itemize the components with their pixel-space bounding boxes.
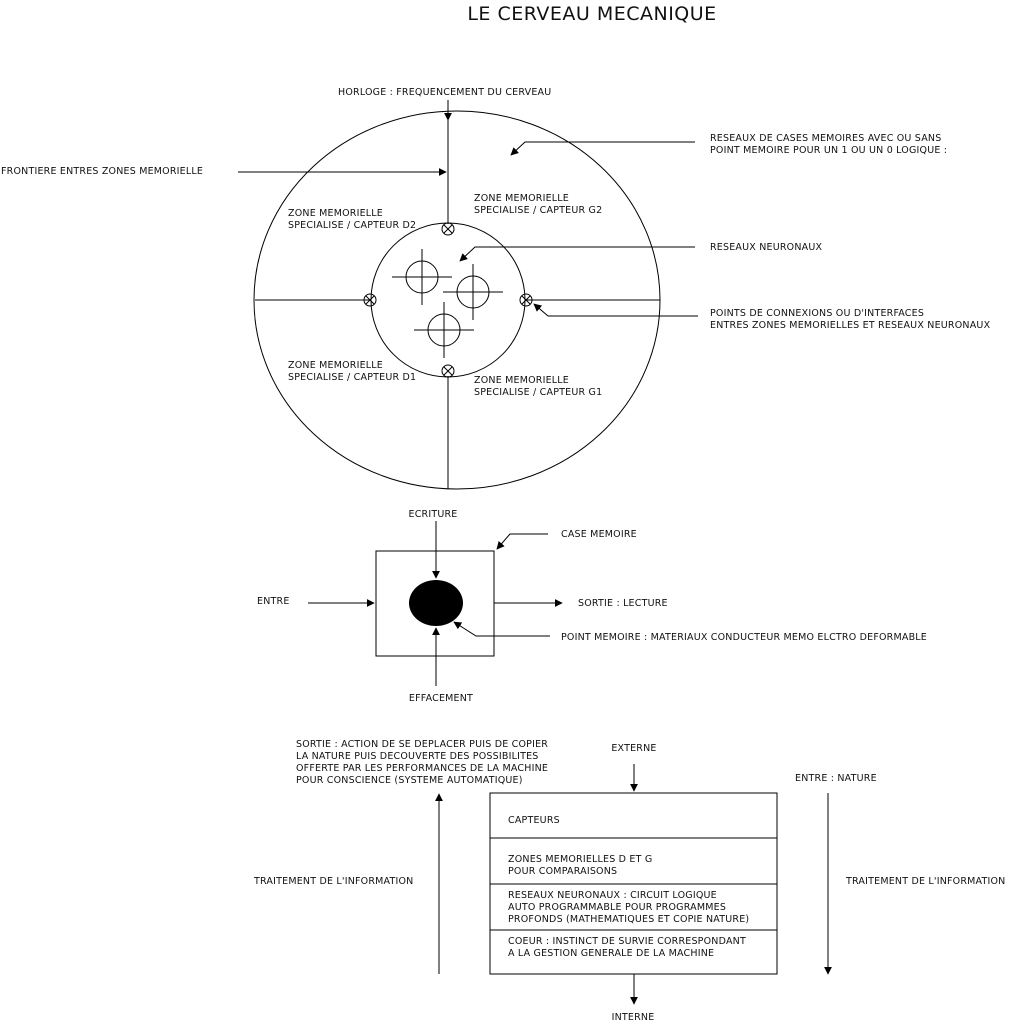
zone-g2-line: ZONE MEMORIELLE: [474, 193, 569, 204]
layer-line: RESEAUX NEURONAUX : CIRCUIT LOGIQUE: [508, 890, 717, 901]
externe-label: EXTERNE: [611, 743, 656, 754]
reseaux-cases-label: RESEAUX DE CASES MEMOIRES AVEC OU SANS P…: [710, 133, 947, 156]
entre-nature-label: ENTRE : NATURE: [795, 773, 877, 784]
points-connexion-arrow: [533, 303, 698, 317]
sortie-action-label: SORTIE : ACTION DE SE DEPLACER PUIS DE C…: [296, 739, 551, 786]
traitement-left-label: TRAITEMENT DE L'INFORMATION: [253, 876, 414, 887]
neuron-icon: [443, 264, 503, 320]
reseaux-neuronaux-arrow: [459, 246, 695, 262]
sortie-lecture-label: SORTIE : LECTURE: [578, 598, 668, 609]
point-memoire-arrow: [453, 621, 550, 637]
interne-label: INTERNE: [612, 1012, 655, 1023]
zone-d2-line: ZONE MEMORIELLE: [288, 208, 383, 219]
sortie-action-line: SORTIE : ACTION DE SE DEPLACER PUIS DE C…: [296, 739, 548, 750]
effacement-label: EFFACEMENT: [409, 693, 473, 704]
point-memoire-label: POINT MEMOIRE : MATERIAUX CONDUCTEUR MEM…: [561, 632, 927, 643]
points-connexion-label: POINTS DE CONNEXIONS OU D'INTERFACES ENT…: [710, 308, 991, 331]
connection-point-bottom-icon: [441, 364, 455, 378]
sortie-action-line: POUR CONSCIENCE (SYSTEME AUTOMATIQUE): [296, 775, 523, 786]
case-memoire-arrow: [496, 533, 548, 550]
layer-line: A LA GESTION GENERALE DE LA MACHINE: [508, 948, 714, 959]
memory-point-icon: [409, 580, 463, 626]
zone-g2-line: SPECIALISE / CAPTEUR G2: [474, 205, 602, 216]
neuron-icon: [414, 302, 474, 358]
layer-line: PROFONDS (MATHEMATIQUES ET COPIE NATURE): [508, 914, 749, 925]
brain-diagram: HORLOGE : FREQUENCEMENT DU CERVEAU FRONT…: [1, 87, 991, 490]
zone-g1-label: ZONE MEMORIELLE SPECIALISE / CAPTEUR G1: [474, 375, 602, 398]
layer-line: POUR COMPARAISONS: [508, 866, 617, 877]
reseaux-cases-line: RESEAUX DE CASES MEMOIRES AVEC OU SANS: [710, 133, 941, 144]
processing-flow-diagram: SORTIE : ACTION DE SE DEPLACER PUIS DE C…: [253, 739, 1006, 1023]
points-connexion-line: POINTS DE CONNEXIONS OU D'INTERFACES: [710, 308, 924, 319]
layer-zones-memorielles: ZONES MEMORIELLES D ET G POUR COMPARAISO…: [508, 854, 656, 877]
zone-d2-label: ZONE MEMORIELLE SPECIALISE / CAPTEUR D2: [288, 208, 416, 231]
layer-line: COEUR : INSTINCT DE SURVIE CORRESPONDANT: [508, 936, 746, 947]
reseaux-neuronaux-label: RESEAUX NEURONAUX: [710, 242, 823, 253]
zone-d1-line: SPECIALISE / CAPTEUR D1: [288, 372, 416, 383]
sortie-action-line: LA NATURE PUIS DECOUVERTE DES POSSIBILIT…: [296, 751, 539, 762]
connection-point-top-icon: [441, 222, 455, 236]
zone-d2-line: SPECIALISE / CAPTEUR D2: [288, 220, 416, 231]
layer-line: ZONES MEMORIELLES D ET G: [508, 854, 652, 865]
case-memoire-label: CASE MEMOIRE: [561, 529, 637, 540]
layer-capteurs: CAPTEURS: [508, 815, 560, 826]
connection-point-right-icon: [519, 293, 533, 307]
traitement-right-label: TRAITEMENT DE L'INFORMATION: [845, 876, 1006, 887]
zone-g2-label: ZONE MEMORIELLE SPECIALISE / CAPTEUR G2: [474, 193, 602, 216]
layer-reseaux-neuronaux: RESEAUX NEURONAUX : CIRCUIT LOGIQUE AUTO…: [508, 890, 749, 925]
memory-cell-diagram: ECRITURE CASE MEMOIRE ENTRE SORTIE : LEC…: [257, 509, 927, 704]
layer-line: AUTO PROGRAMMABLE POUR PROGRAMMES: [508, 902, 726, 913]
frontiere-label: FRONTIERE ENTRES ZONES MEMORIELLE: [1, 166, 203, 177]
neural-network-circle: [370, 222, 526, 378]
ecriture-label: ECRITURE: [409, 509, 458, 520]
layer-line: CAPTEURS: [508, 815, 560, 826]
zone-d1-label: ZONE MEMORIELLE SPECIALISE / CAPTEUR D1: [288, 360, 416, 383]
zone-d1-line: ZONE MEMORIELLE: [288, 360, 383, 371]
diagram-title: LE CERVEAU MECANIQUE: [467, 3, 716, 25]
zone-g1-line: SPECIALISE / CAPTEUR G1: [474, 387, 602, 398]
sortie-action-line: OFFERTE PAR LES PERFORMANCES DE LA MACHI…: [296, 763, 548, 774]
connection-point-left-icon: [363, 293, 377, 307]
neuron-icon: [392, 249, 452, 305]
reseaux-cases-arrow: [510, 141, 695, 156]
points-connexion-line: ENTRES ZONES MEMORIELLES ET RESEAUX NEUR…: [710, 320, 991, 331]
zone-g1-line: ZONE MEMORIELLE: [474, 375, 569, 386]
reseaux-cases-line: POINT MEMOIRE POUR UN 1 OU UN 0 LOGIQUE …: [710, 145, 947, 156]
horloge-label: HORLOGE : FREQUENCEMENT DU CERVEAU: [338, 87, 551, 98]
entre-label: ENTRE: [257, 596, 290, 607]
layer-coeur: COEUR : INSTINCT DE SURVIE CORRESPONDANT…: [508, 936, 749, 959]
